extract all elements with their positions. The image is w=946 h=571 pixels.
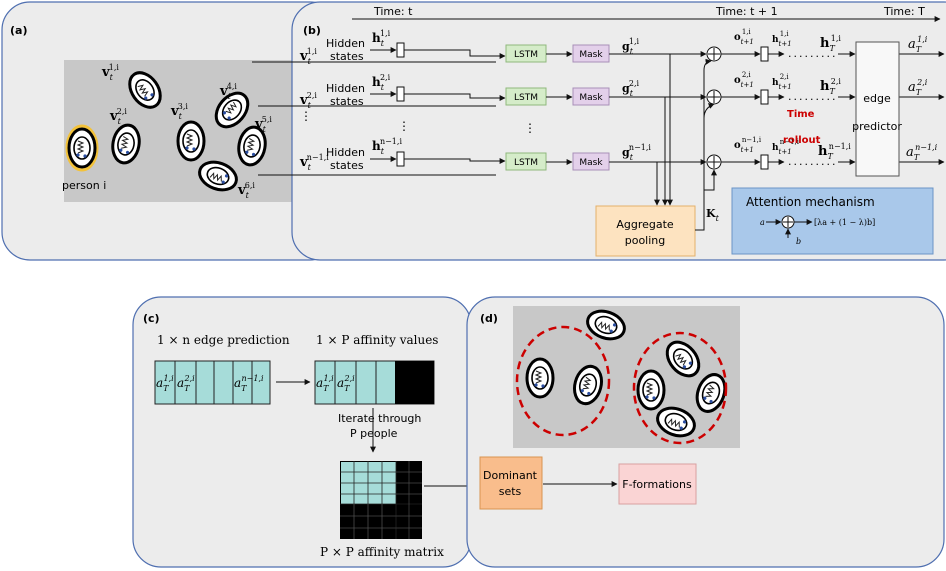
person-i-label: person i [62, 179, 106, 192]
cell-box-1 [396, 42, 405, 58]
vector-v6-label: vt6,i [237, 181, 255, 200]
k-label: Kt [706, 207, 720, 223]
panel-b-label: (b) [303, 24, 321, 37]
fformations-box [618, 463, 697, 505]
panel-d: (d) Dominant sets F-formations [466, 296, 945, 568]
person-3-icon [176, 120, 206, 162]
dominant-sets-box [479, 456, 543, 510]
edge-predictor-box [855, 41, 900, 177]
svg-text:.........: ......... [788, 47, 837, 60]
affinity-matrix-label: P × P affinity matrix [320, 545, 444, 559]
mask-label-2: Mask [579, 93, 603, 103]
lstm-label-3: LSTM [514, 158, 538, 168]
edge-predictor-label-2: predictor [852, 120, 902, 133]
edge-prediction-row: aT1,i aT2,i aTn−1,i [154, 360, 271, 405]
attention-a: a [760, 218, 765, 227]
iterate-label-1: Iterate through [338, 412, 421, 425]
vector-v3-label: vt3,i [170, 102, 188, 121]
time-T-label: Time: T [883, 5, 925, 18]
iterate-label-2: P people [350, 427, 398, 440]
panel-d-label: (d) [480, 312, 498, 325]
states-label-3: states [330, 159, 364, 172]
affinity-cell-a1: aT1,i [316, 374, 334, 393]
dominant-set-2 [632, 331, 728, 445]
group2-person-b-icon [636, 369, 666, 411]
hidden-label-1: Hidden [326, 37, 365, 50]
hidden-label-3: Hidden [326, 146, 365, 159]
states-label-2: states [330, 95, 364, 108]
affinity-values-row: aT1,i aT2,i [314, 360, 435, 405]
hidden-label-2: Hidden [326, 82, 365, 95]
svg-text:⋮: ⋮ [300, 109, 312, 123]
row-1: vt1,i Hidden states ht1,i LSTM Mask gt1,… [299, 28, 945, 66]
cell-a2: aT2,i [177, 374, 195, 393]
attention-title: Attention mechanism [746, 195, 875, 209]
vector-v2-label: vt2,i [109, 107, 127, 126]
vector-labels-a: vt1,i vt2,i vt3,i vt4,i vt5,i vt6,i [101, 63, 272, 200]
group1-person-a-icon [525, 357, 555, 399]
lstm-label-2: LSTM [514, 93, 538, 103]
row-3: vtn−1,i Hidden states htn−1,i LSTM Mask … [299, 136, 945, 172]
fformations-label: F-formations [622, 478, 692, 491]
vector-v1-label: vt1,i [101, 63, 119, 82]
aggregate-label-1: Aggregate [616, 218, 674, 231]
attention-formula: [λa + (1 − λ)b] [814, 218, 875, 227]
svg-text:.........: ......... [788, 90, 837, 103]
time-rollout-label-1: Time [787, 109, 815, 120]
vector-v4-label: vt4,i [219, 82, 237, 101]
dominant-label-1: Dominant [483, 469, 538, 482]
mask-label-3: Mask [579, 158, 603, 168]
panel-a: (a) vt1,i vt2,i vt3,i vt4,i vt5,i vt6,i … [1, 1, 339, 261]
svg-text:⋮: ⋮ [398, 119, 410, 133]
person-i-icon [67, 127, 97, 169]
time-t1-label: Time: t + 1 [715, 5, 778, 18]
dominant-label-2: sets [499, 485, 522, 498]
affinity-matrix [340, 461, 422, 539]
time-rollout-label-2: rollout [783, 135, 821, 146]
edge-predictor-label-1: edge [863, 92, 891, 105]
states-label-1: states [330, 50, 364, 63]
cell-an: aTn−1,i [234, 374, 264, 393]
lstm-label-1: LSTM [514, 50, 538, 60]
dominant-set-1 [515, 325, 611, 437]
time-t-label: Time: t [373, 5, 413, 18]
panel-c: (c) 1 × n edge prediction 1 × P affinity… [132, 296, 477, 568]
cell-a1: aT1,i [156, 374, 174, 393]
panel-b: (b) Time: t Time: t + 1 Time: T vt1,i Hi… [252, 1, 946, 261]
svg-text:.........: ......... [788, 155, 837, 168]
panel-a-label: (a) [10, 24, 27, 37]
panel-c-label: (c) [143, 312, 160, 325]
affinity-cell-a2: aT2,i [337, 374, 355, 393]
affinity-values-label: 1 × P affinity values [316, 333, 438, 347]
aggregate-label-2: pooling [625, 234, 666, 247]
attention-box [731, 187, 934, 255]
edge-prediction-label: 1 × n edge prediction [157, 333, 290, 347]
attention-b: b [796, 237, 801, 246]
mask-label-1: Mask [579, 50, 603, 60]
svg-text:⋮: ⋮ [524, 121, 536, 135]
aggregate-pooling-box [595, 205, 696, 257]
vector-v5-label: vt5,i [254, 115, 272, 134]
